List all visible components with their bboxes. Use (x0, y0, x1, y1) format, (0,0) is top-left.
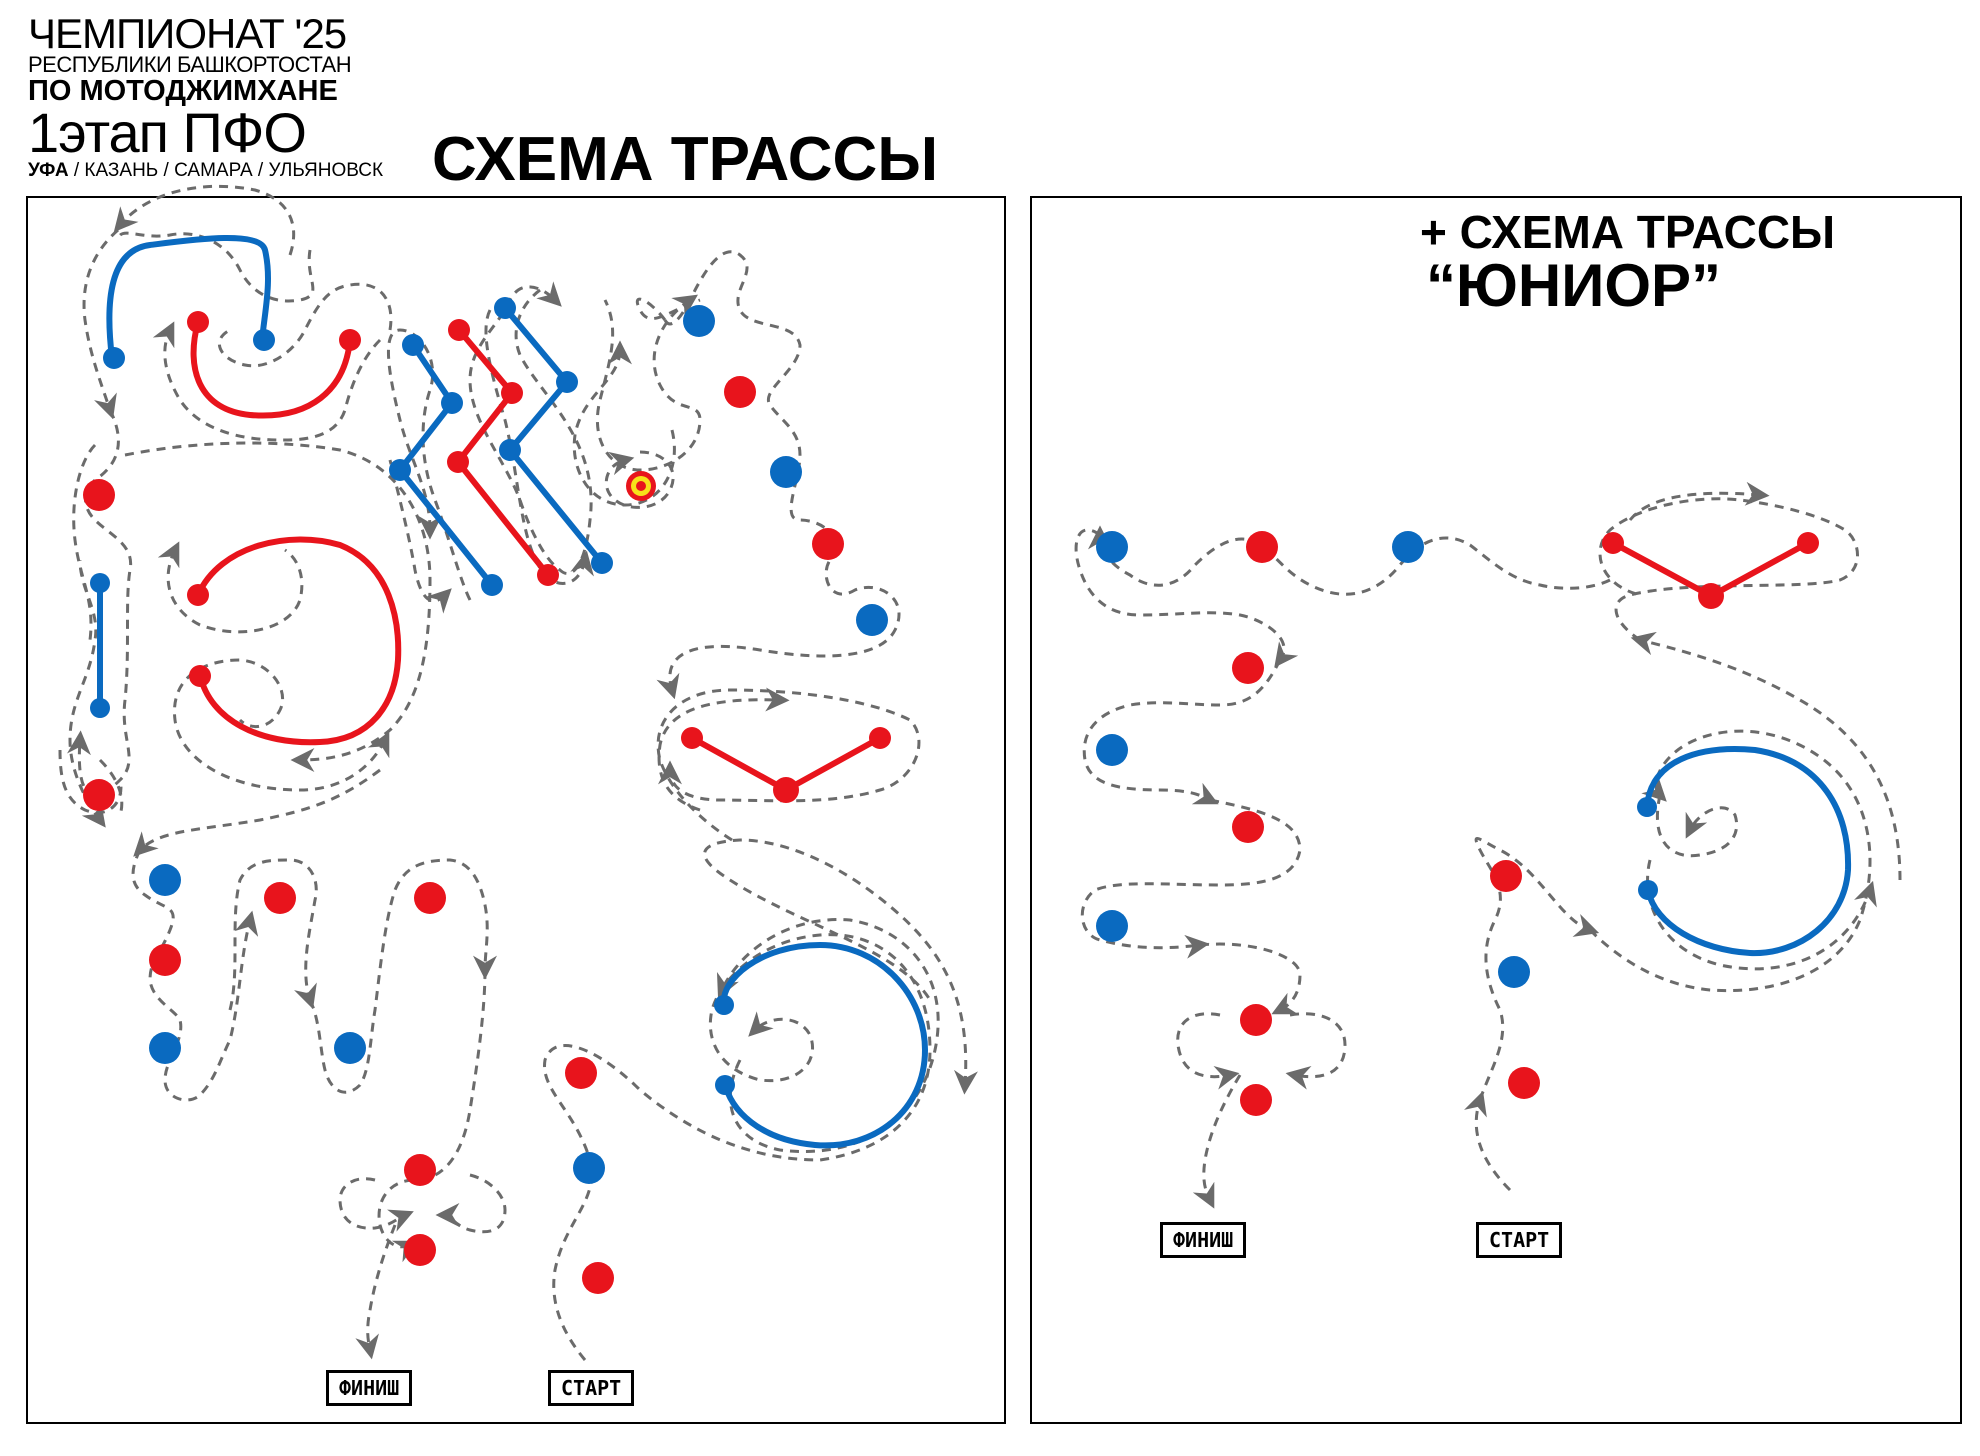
junior-finish-label: ФИНИШ (1160, 1222, 1247, 1258)
target-icon (626, 471, 656, 501)
red-cone-icon (149, 944, 181, 976)
blue-cone-icon (1392, 531, 1424, 563)
red-cone-icon (1246, 531, 1278, 563)
red-cone-icon (1508, 1067, 1540, 1099)
blue-cone-icon (103, 347, 125, 369)
blue-cone-icon (556, 371, 578, 393)
junior-title-line1: + СХЕМА ТРАССЫ (1420, 206, 1836, 258)
header-cities-rest: / КАЗАНЬ / САМАРА / УЛЬЯНОВСК (68, 160, 384, 181)
blue-cone-icon (481, 574, 503, 596)
red-cone-icon (1797, 532, 1819, 554)
blue-cone-icon (90, 698, 110, 718)
red-cone-icon (187, 584, 209, 606)
red-cone-icon (83, 479, 115, 511)
blue-cone-icon (591, 552, 613, 574)
blue-cone-icon (499, 439, 521, 461)
main-track-panel (26, 196, 1006, 1424)
red-cone-icon (189, 665, 211, 687)
blue-cone-icon (1096, 734, 1128, 766)
red-cone-icon (1240, 1004, 1272, 1036)
junior-track-panel (1030, 196, 1962, 1424)
event-header: ЧЕМПИОНАТ '25 РЕСПУБЛИКИ БАШКОРТОСТАН ПО… (28, 10, 448, 182)
red-cone-icon (1240, 1084, 1272, 1116)
red-cone-icon (404, 1234, 436, 1266)
blue-cone-icon (1096, 910, 1128, 942)
blue-cone-icon (1637, 797, 1657, 817)
red-cone-icon (724, 376, 756, 408)
blue-cone-icon (1638, 880, 1658, 900)
red-cone-icon (187, 311, 209, 333)
red-cone-icon (1232, 652, 1264, 684)
red-cone-icon (1602, 532, 1624, 554)
blue-cone-icon (683, 305, 715, 337)
junior-title-line2: “ЮНИОР” (1426, 252, 1722, 319)
header-city-main: УФА (28, 160, 69, 181)
junior-route-path (1074, 481, 1902, 1209)
red-cone-icon (1490, 860, 1522, 892)
header-discipline: ПО МОТОДЖИМХАНЕ (28, 75, 338, 107)
red-cone-icon (537, 564, 559, 586)
red-cone-icon (812, 528, 844, 560)
main-title: СХЕМА ТРАССЫ (432, 125, 939, 194)
blue-cone-icon (334, 1032, 366, 1064)
blue-cone-icon (149, 864, 181, 896)
red-cone-icon (869, 727, 891, 749)
blue-cone-icon (253, 329, 275, 351)
red-cone-icon (83, 779, 115, 811)
header-championship: ЧЕМПИОНАТ '25 (28, 10, 347, 57)
blue-cone-icon (90, 573, 110, 593)
red-cone-icon (447, 451, 469, 473)
main-cones (83, 297, 891, 1294)
red-cone-icon (339, 329, 361, 351)
finish-label: ФИНИШ (326, 1370, 413, 1406)
red-cone-icon (1232, 811, 1264, 843)
red-cone-icon (582, 1262, 614, 1294)
red-cone-icon (404, 1154, 436, 1186)
red-cone-icon (501, 382, 523, 404)
junior-title: + СХЕМА ТРАССЫ “ЮНИОР” (1420, 208, 1835, 316)
red-cone-icon (565, 1057, 597, 1089)
header-republic: РЕСПУБЛИКИ БАШКОРТОСТАН (28, 52, 352, 77)
blue-cone-icon (715, 1075, 735, 1095)
blue-cone-icon (402, 334, 424, 356)
blue-cone-icon (770, 456, 802, 488)
blue-cone-icon (1498, 956, 1530, 988)
red-cone-icon (414, 882, 446, 914)
blue-cone-icon (149, 1032, 181, 1064)
blue-cone-icon (856, 604, 888, 636)
blue-cone-icon (441, 392, 463, 414)
red-cone-icon (681, 727, 703, 749)
junior-cones (1096, 531, 1819, 1116)
blue-cone-icon (1096, 531, 1128, 563)
main-route-path (58, 184, 978, 1361)
main-gates (97, 235, 929, 1149)
blue-cone-icon (573, 1152, 605, 1184)
red-cone-icon (448, 319, 470, 341)
red-cone-icon (773, 777, 799, 803)
blue-cone-icon (714, 995, 734, 1015)
blue-cone-icon (494, 297, 516, 319)
header-stage: 1этап ПФО (28, 101, 307, 164)
red-cone-icon (1698, 583, 1724, 609)
blue-cone-icon (389, 459, 411, 481)
junior-start-label: СТАРТ (1476, 1222, 1563, 1258)
red-cone-icon (264, 882, 296, 914)
header-cities: УФА / КАЗАНЬ / САМАРА / УЛЬЯНОВСК (28, 160, 448, 182)
start-label: СТАРТ (548, 1370, 635, 1406)
